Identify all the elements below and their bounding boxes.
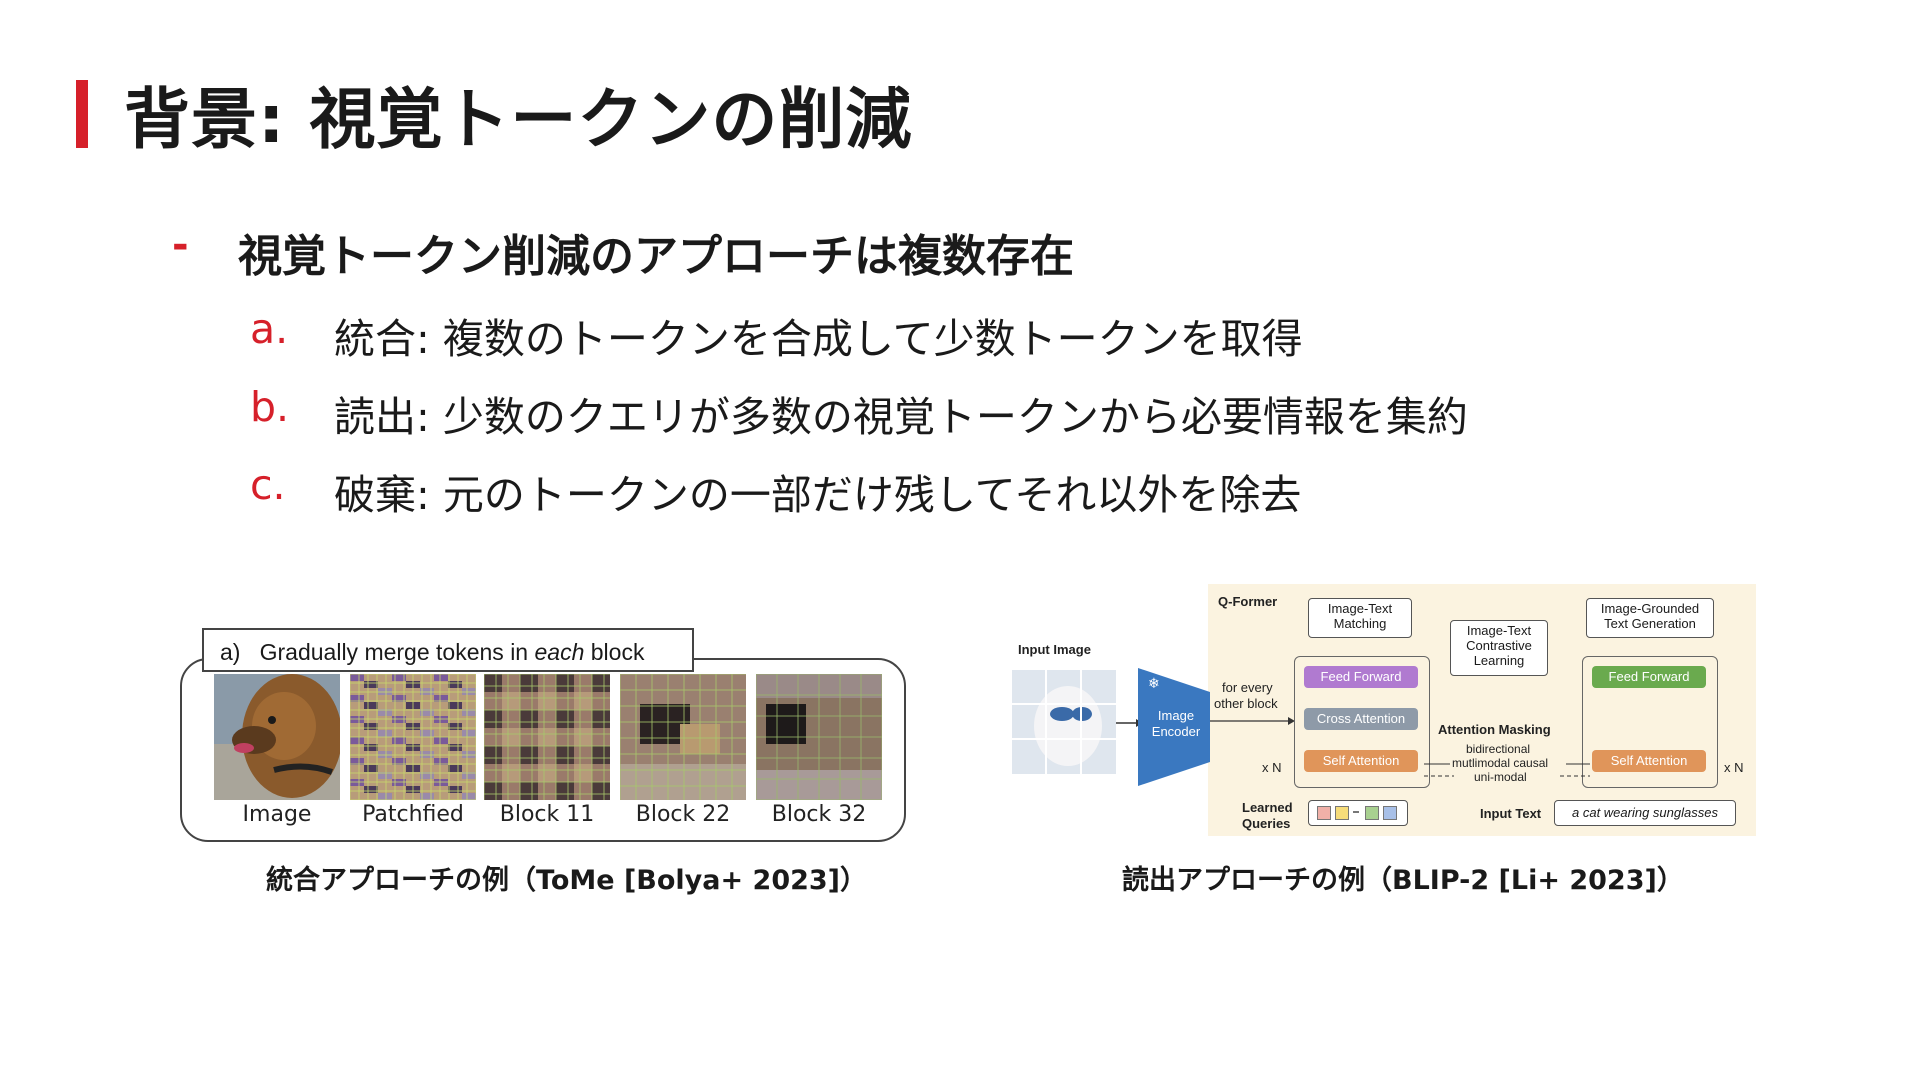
input-text-label: Input Text <box>1480 806 1542 821</box>
multimodal-causal-label: mutlimodal causal <box>1452 756 1549 770</box>
tome-label-prefix: a) <box>220 639 241 665</box>
uni-modal-label: uni-modal <box>1474 770 1527 784</box>
feed-forward-left: Feed Forward <box>1304 666 1418 688</box>
sub-item-c-marker: c. <box>250 461 286 509</box>
image-encoder-label-2: Encoder <box>1151 724 1201 739</box>
itm-label-1: Image-Text <box>1327 601 1393 616</box>
qformer-label: Q-Former <box>1218 594 1278 609</box>
bullet-marker: - <box>172 222 189 268</box>
tome-label-main: Gradually merge tokens in <box>259 639 535 665</box>
attention-masking-arrows-icon <box>1424 763 1590 777</box>
queries-label: Queries <box>1242 816 1291 831</box>
tome-figure: a) Gradually merge tokens in each block <box>180 628 906 846</box>
slide-title: 背景: 視覚トークンの削減 <box>124 81 913 158</box>
attention-masking-label: Attention Masking <box>1438 722 1551 737</box>
query-token <box>1335 806 1349 820</box>
self-attention-right: Self Attention <box>1592 750 1706 772</box>
self-attention-left: Self Attention <box>1304 750 1418 772</box>
input-image-label: Input Image <box>1018 642 1091 657</box>
learned-queries-box <box>1308 800 1408 826</box>
block22-thumbnail <box>620 674 746 800</box>
image-encoder-block: ❄ <box>1138 668 1210 786</box>
tome-label-italic: each <box>534 639 585 665</box>
itc-label-2: Contrastive <box>1466 638 1532 653</box>
for-every-label: for every <box>1222 680 1273 695</box>
xn-right-label: x N <box>1724 760 1744 775</box>
xn-left-label: x N <box>1262 760 1282 775</box>
sub-item-b-marker: b. <box>250 383 290 431</box>
image-encoder-label-1: Image <box>1157 708 1195 723</box>
dog-image-thumbnail <box>214 674 340 800</box>
block32-thumbnail <box>756 674 882 800</box>
panel-label-block22: Block 22 <box>635 802 731 827</box>
arrow-to-cross-attention-icon <box>1210 717 1295 725</box>
blip2-figure: Input Image ❄ Image Encoder Q-Former for… <box>1006 584 1756 846</box>
itc-label-3: Learning <box>1473 653 1525 668</box>
qformer-left-tower <box>1294 656 1430 788</box>
input-text-box: a cat wearing sunglasses <box>1554 800 1736 826</box>
cat-input-image <box>1012 670 1116 774</box>
bullet-text: 視覚トークン削減のアプローチは複数存在 <box>238 231 1074 282</box>
panel-label-image: Image <box>242 802 312 827</box>
sub-item-c-text: 破棄: 元のトークンの一部だけ残してそれ以外を除去 <box>334 471 1302 519</box>
panel-label-block32: Block 32 <box>771 802 867 827</box>
block11-thumbnail <box>484 674 610 800</box>
blip2-caption: 読出アプローチの例（BLIP-2 [Li+ 2023]） <box>1122 865 1684 896</box>
panel-label-block11: Block 11 <box>499 802 595 827</box>
tome-caption: 統合アプローチの例（ToMe [Bolya+ 2023]） <box>266 865 868 896</box>
itg-label-2: Text Generation <box>1604 616 1696 631</box>
patchified-thumbnail <box>350 674 476 800</box>
itm-box: Image-Text Matching <box>1308 598 1412 638</box>
qformer-right-tower <box>1582 656 1718 788</box>
tome-label-suffix: block <box>584 639 645 665</box>
svg-text:❄: ❄ <box>1148 676 1160 692</box>
learned-label: Learned <box>1242 800 1293 815</box>
other-block-label: other block <box>1214 696 1278 711</box>
sub-item-b-text: 読出: 少数のクエリが多数の視覚トークンから必要情報を集約 <box>334 393 1468 441</box>
ellipsis-icon <box>1353 811 1359 813</box>
title-accent-bar <box>76 80 88 148</box>
itc-label-1: Image-Text <box>1466 623 1532 638</box>
itm-label-2: Matching <box>1333 616 1387 631</box>
bidirectional-label: bidirectional <box>1466 742 1531 756</box>
itg-box: Image-Grounded Text Generation <box>1586 598 1714 638</box>
itg-label-1: Image-Grounded <box>1600 601 1700 616</box>
query-token <box>1365 806 1379 820</box>
panel-label-patchfied: Patchfied <box>362 802 464 827</box>
feed-forward-right: Feed Forward <box>1592 666 1706 688</box>
tome-figure-label: a) Gradually merge tokens in each block <box>202 628 694 672</box>
cross-attention: Cross Attention <box>1304 708 1418 730</box>
query-token <box>1383 806 1397 820</box>
itc-box: Image-Text Contrastive Learning <box>1450 620 1548 676</box>
sub-item-a-marker: a. <box>250 305 289 353</box>
query-token <box>1317 806 1331 820</box>
sub-item-a-text: 統合: 複数のトークンを合成して少数トークンを取得 <box>334 315 1303 363</box>
